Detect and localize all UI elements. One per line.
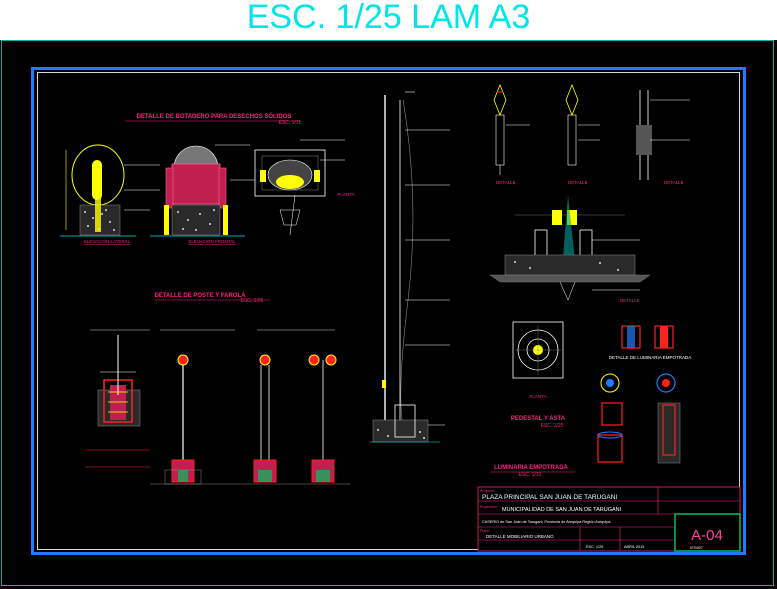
luminaria-parts: DETALLE DE LUMINARIA EMPOTRADA — [597, 325, 691, 464]
pole-joint: DETALLE — [636, 90, 690, 185]
plan-label-tb: Plano: — [480, 529, 490, 533]
drawing-frame — [31, 67, 746, 555]
flag-pole — [370, 91, 450, 443]
project-name: PLAZA PRINCIPAL SAN JUAN DE TARUGANI — [482, 494, 617, 501]
sheet-sub: N°04/07 — [690, 546, 703, 550]
title-bar: ESC. 1/25 LAM A3 — [0, 0, 777, 40]
sheet-number: A-04 — [691, 527, 723, 544]
pedestal-plan: PLANTA PEDESTAL Y ASTA ESC. 1/25 — [511, 321, 566, 429]
outer-sheet-border — [1, 40, 774, 586]
project-label: Proyecto: — [480, 489, 495, 493]
finial-1-label: DETALLE — [496, 180, 516, 185]
drawing-frame-inner — [37, 72, 740, 550]
planta-label: PLANTA — [337, 192, 354, 197]
botadero-title: DETALLE DE BOTADERO PARA DESECHOS SÓLIDO… — [137, 112, 292, 120]
pedestal-section: DETALLE — [489, 195, 651, 303]
luminaria-title: LUMINARIA EMPOTRADA — [494, 465, 568, 471]
luminaria-scale: ESC. 1/10 — [519, 472, 542, 478]
pedestal-title: PEDESTAL Y ASTA — [511, 416, 566, 422]
pedestal-scale: ESC. 1/25 — [541, 423, 564, 429]
botadero-detail: DETALLE DE BOTADERO PARA DESECHOS SÓLIDO… — [60, 112, 355, 244]
date-text: ABRIL 2015 — [624, 545, 644, 549]
detalle-luminaria-label: DETALLE DE LUMINARIA EMPOTRADA — [609, 355, 691, 360]
finial-2-label: DETALLE — [568, 180, 588, 185]
owner-name: MUNICIPALIDAD DE SAN JUAN DE TARUGANI — [502, 507, 622, 513]
location-text: CASERIO de San Juan de Tarugani, Provinc… — [482, 520, 611, 524]
scale-text: ESC. 1/25 — [586, 545, 603, 549]
lamp-post-1 — [164, 354, 202, 485]
elevacion-lateral-label: ELEVACIÓN LATERAL — [84, 238, 131, 244]
pedestal-section-label: DETALLE — [620, 298, 640, 303]
title-block: Proyecto: PLAZA PRINCIPAL SAN JUAN DE TA… — [477, 486, 741, 552]
owner-label: Propietario: — [480, 505, 498, 509]
botadero-scale: ESC. 1/15 — [279, 120, 302, 126]
joint-label: DETALLE — [664, 180, 684, 185]
flag-finials: DETALLE DETALLE — [493, 83, 600, 185]
lamp-post-2 — [253, 354, 277, 483]
poste-title: DETALLE DE POSTE Y FAROLA — [154, 293, 246, 299]
plan-name: DETALLE MOBILIARIO URBANO — [486, 534, 554, 539]
drawing-scale-title: ESC. 1/25 LAM A3 — [246, 0, 531, 36]
poste-farola-detail: DETALLE DE POSTE Y FAROLA ESC. 1/25 — [85, 293, 350, 485]
lamp-post-3 — [308, 354, 337, 483]
elevacion-frontal-label: ELEVACIÓN FRONTAL — [188, 238, 236, 244]
poste-scale: ESC. 1/25 — [241, 298, 264, 304]
plan-label: PLANTA — [529, 394, 546, 399]
